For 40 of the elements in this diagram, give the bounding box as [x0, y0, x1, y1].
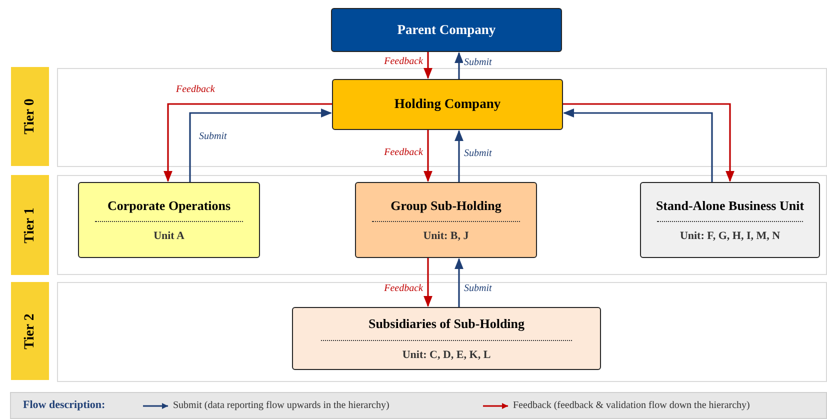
box-title: Parent Company: [397, 20, 496, 39]
box-title: Group Sub-Holding: [390, 196, 502, 215]
edge-label: Submit: [463, 58, 493, 68]
arrow: [454, 52, 464, 79]
arrow: [454, 130, 464, 182]
company-box: [332, 79, 563, 130]
legend-title: Flow description:: [23, 398, 106, 414]
arrow: [562, 108, 713, 182]
arrow: [454, 258, 464, 307]
company-box: [331, 8, 562, 52]
arrow: [424, 130, 432, 182]
box-title: Subsidiaries of Sub-Holding: [368, 315, 525, 333]
box-title: Corporate Operations: [107, 196, 231, 215]
legend-text: Feedback (feedback & validation flow down the hierarchy): [513, 399, 750, 413]
unit-list: Unit: F, G, H, I, M, N: [680, 228, 780, 244]
arrow: [424, 258, 432, 308]
tier-label: Tier 2: [11, 282, 49, 380]
edge-label: Feedback: [383, 57, 424, 67]
edge-label: Feedback: [383, 148, 424, 158]
unit-box: [640, 182, 820, 258]
tier-label: Tier 1: [11, 175, 49, 275]
edge-label: Feedback: [383, 284, 424, 294]
arrow: [563, 103, 734, 182]
edge-label: Submit: [463, 149, 493, 159]
edge-label: Submit: [198, 132, 228, 142]
box-title: Holding Company: [394, 95, 501, 114]
unit-box: [78, 182, 260, 258]
box-title: Stand-Alone Business Unit: [656, 196, 804, 214]
legend-text: Submit (data reporting flow upwards in the hierarchy): [173, 399, 390, 413]
tier-label: Tier 0: [11, 67, 49, 166]
unit-list: Unit: C, D, E, K, L: [402, 346, 491, 363]
unit-list: Unit A: [154, 228, 184, 244]
edge-label: Submit: [463, 284, 493, 294]
unit-list: Unit: B, J: [423, 228, 469, 244]
arrow: [424, 52, 432, 80]
unit-box: [292, 307, 601, 370]
arrow: [189, 108, 332, 182]
edge-label: Feedback: [175, 85, 216, 95]
arrow: [164, 103, 332, 182]
unit-box: [355, 182, 537, 258]
